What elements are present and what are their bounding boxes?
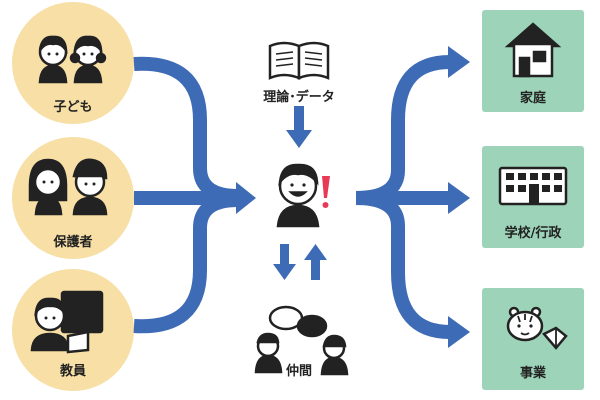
peers-icon [254, 305, 349, 376]
guardians-label: 保護者 [53, 235, 93, 250]
peers-exchange-arrows [273, 244, 327, 280]
left-converge-arrows [133, 56, 239, 334]
right-arrowhead-home [448, 46, 470, 78]
children-circle [12, 2, 134, 124]
business-label: 事業 [519, 366, 547, 381]
home-label: 家庭 [519, 91, 547, 106]
book-icon [268, 41, 330, 80]
left-arrowhead [236, 182, 256, 214]
school-building-icon [498, 166, 568, 206]
children-label: 子ども [53, 100, 93, 115]
self-person-icon [276, 163, 320, 228]
exclamation-icon [322, 176, 330, 208]
theory-down-arrow [286, 106, 312, 148]
children-icon [38, 35, 107, 84]
house-icon [504, 22, 562, 78]
tiger-book-icon [506, 306, 568, 350]
right-arrowhead-business [448, 316, 470, 348]
teachers-label: 教員 [59, 364, 87, 379]
teachers-icon [30, 290, 104, 354]
guardians-icon [28, 158, 108, 216]
peers-label: 仲間 [285, 364, 313, 379]
school-gov-label: 学校/行政 [504, 226, 562, 241]
right-arrowhead-school [448, 182, 470, 214]
right-diverge-arrows [355, 55, 451, 339]
theory-data-label: 理論･データ [263, 90, 335, 105]
